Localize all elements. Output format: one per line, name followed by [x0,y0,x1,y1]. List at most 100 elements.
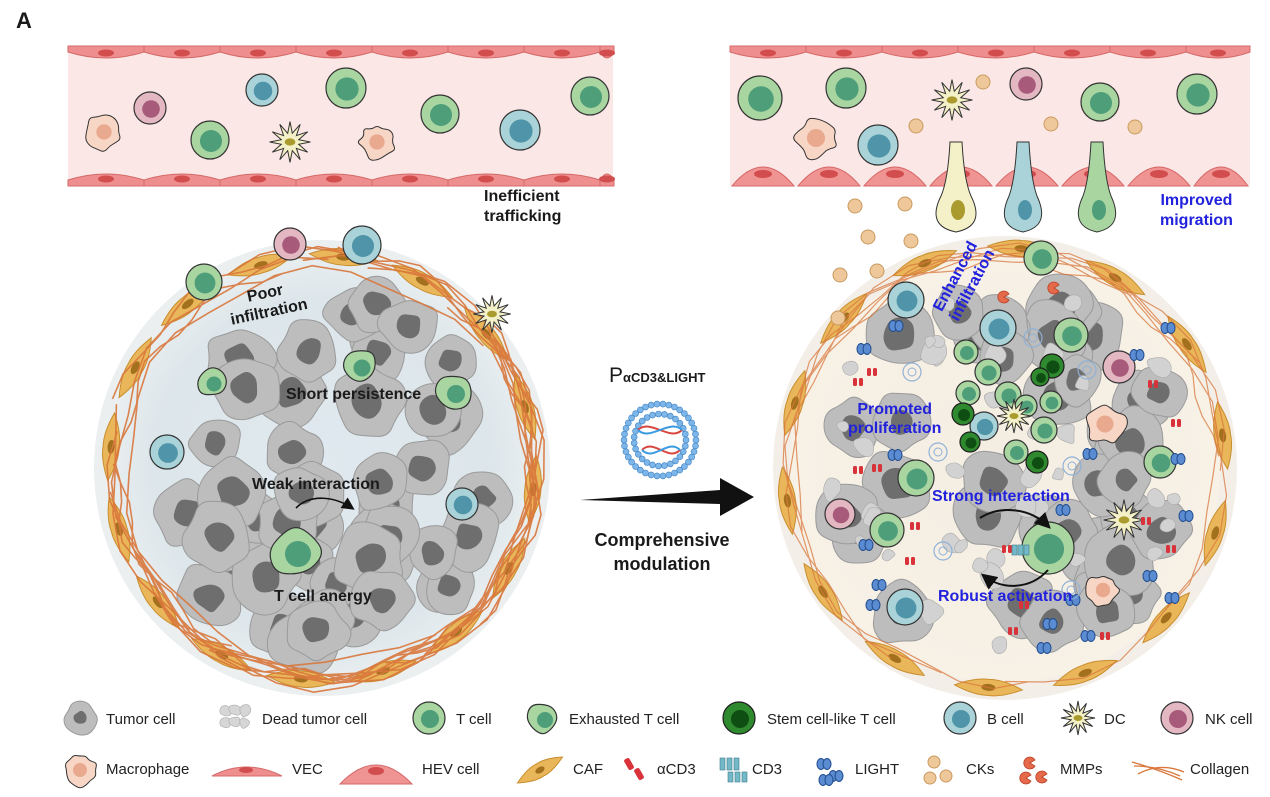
t-cell [1039,390,1063,414]
lipid-head [655,410,662,418]
nk-cell [1102,350,1136,384]
legend-cd3-icon [719,757,748,783]
legend-mmps-icon [1019,756,1048,785]
lipid-head [630,433,638,441]
mmp-molecule [997,290,1010,304]
lipid-head [628,458,635,466]
legend-b-cell: B cell [987,711,1024,728]
vec-cell [1033,45,1111,59]
receptor-complex [1077,360,1097,380]
t-cell [825,67,867,109]
exhausted-t-cell [434,375,472,410]
improved-migration-label: Improved migration [1160,192,1233,229]
t-cell [953,339,979,365]
hev-cell [796,166,862,187]
lipid-head [636,466,644,474]
t-cell [1030,416,1058,444]
lipid-head [632,410,639,417]
nanoparticle-label: PαCD3&LIGHT [609,364,706,387]
t-cell [420,94,460,134]
b-cell [857,124,899,166]
t-cell [897,459,935,497]
caf-cell [1142,592,1191,644]
light-molecule [1164,592,1180,604]
tumor-cell [1096,450,1152,510]
vec-cell [67,45,145,59]
legend-b-cell-icon [943,701,977,735]
weak-interaction-label: Weak interaction [252,476,380,493]
receptor-complex [928,442,948,462]
exhausted-t-cell [197,367,227,396]
lipid-head [671,403,678,411]
lipid-head [649,411,656,419]
caf-cell [864,640,926,677]
extravasating-cell [1077,141,1117,233]
robust-activation-arrow [980,569,1049,590]
b-cell [886,588,924,626]
lipid-head [661,411,668,418]
legend-exhausted-t-cell-icon [526,703,558,735]
t-cell [570,76,610,116]
legend-collagen-icon [1131,761,1185,781]
collagen-fiber [785,251,1200,659]
mmp-molecule [1047,281,1060,295]
tumor-cell [276,319,337,383]
legend-nk-cell-icon [1160,701,1194,735]
b-cell [149,434,185,470]
extravasating-cells [935,141,1117,233]
vec-cell [371,45,449,59]
legend-dead-tumor-cell: Dead tumor cell [262,711,368,728]
dead-tumor-debris [1146,488,1166,509]
light-molecule [1178,510,1194,522]
lipid-head [685,458,692,466]
cytokine [869,263,885,279]
lipid-head [638,417,646,425]
hev-cell [1193,166,1249,187]
tumor-cell [349,570,416,632]
lipid-head [671,469,678,477]
dead-tumor-debris [1063,294,1082,312]
lipid-head [661,462,668,469]
t-cell [1021,521,1075,575]
lipid-head [632,445,639,453]
tumor-cell [181,500,250,574]
nanoparticle-icon [620,400,700,480]
lipid-head [676,466,684,474]
tumor-cell [871,392,932,453]
t-cell [737,75,783,121]
cytokine [908,118,924,134]
lipid-head [622,448,630,455]
legend-dc-icon [1060,700,1096,736]
legend-hev-cell: HEV cell [422,761,480,778]
legend-dc: DC [1104,711,1126,728]
cd3-molecule [1011,544,1030,556]
dead-tumor-debris [945,462,966,479]
lipid-head [647,401,655,409]
legend-caf-icon [516,756,564,784]
lipid-head [624,453,632,461]
tumor-cell [393,439,450,496]
lipid-head [638,455,646,463]
nk-cell [133,91,167,125]
lipid-head [692,436,700,444]
lipid-head [667,460,674,468]
lipid-head [676,453,684,461]
legend-light: LIGHT [855,761,900,778]
legend-tumor-cell: Tumor cell [106,711,176,728]
lipid-head [643,414,651,421]
receptor-complex [902,362,922,382]
dead-tumor-debris [1159,518,1176,533]
hev-cell [1126,166,1192,187]
lipid-head [628,414,635,422]
acd3-molecule [1166,545,1176,553]
receptor-complex [933,541,953,561]
lipid-head [653,400,661,408]
stem-cell-like-t-cell [1030,367,1050,387]
cytokine [832,267,848,283]
legend-vec: VEC [292,761,323,778]
light-molecule [888,320,904,332]
legend-t-cell-icon [412,701,446,735]
tumor-cell [273,467,330,522]
b-cell [245,73,279,107]
